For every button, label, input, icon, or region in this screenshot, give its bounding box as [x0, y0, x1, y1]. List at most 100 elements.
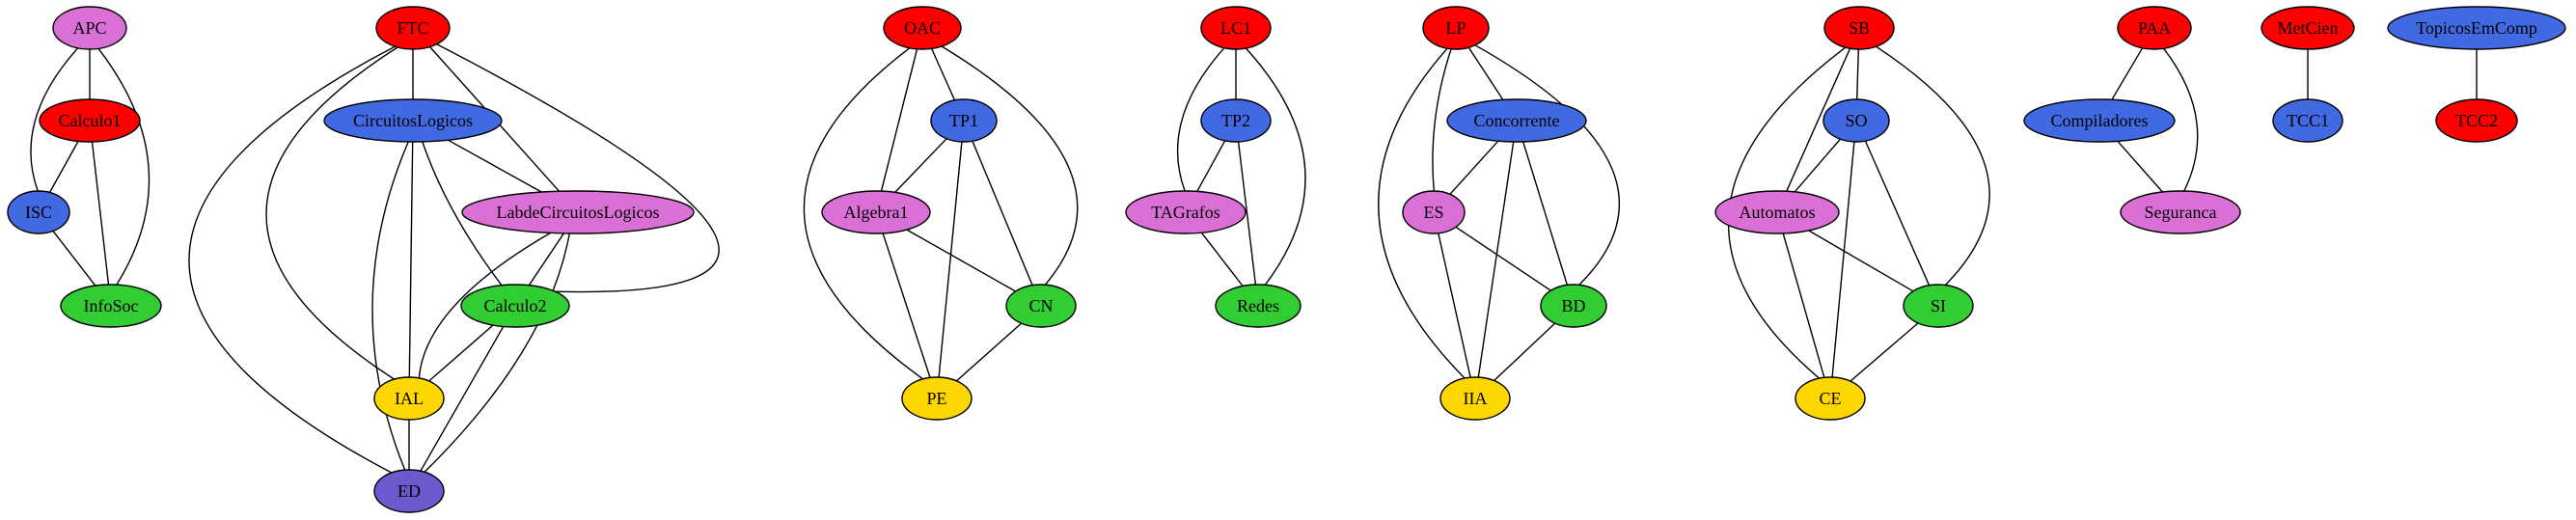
node-so: SO: [1822, 98, 1890, 143]
node-label-tagrafos: TAGrafos: [1151, 203, 1220, 222]
edge-compiladores-to-seguranca: [2117, 140, 2163, 193]
node-label-tcc2: TCC2: [2455, 111, 2498, 130]
node-label-so: SO: [1845, 111, 1867, 130]
node-shape-tcc2: [2435, 98, 2518, 143]
node-algebra1: Algebra1: [821, 190, 931, 234]
edge-lp-to-iia: [1378, 47, 1466, 379]
node-shape-redes: [1215, 284, 1302, 328]
node-label-lc1: LC1: [1220, 18, 1251, 38]
node-concorrente: Concorrente: [1446, 98, 1587, 143]
edge-labde-circuitos-logicos-to-ed: [424, 233, 570, 473]
node-label-ftc: FTC: [397, 18, 428, 38]
node-ed: ED: [373, 469, 445, 513]
edge-circuitos-logicos-to-ial: [408, 141, 414, 378]
node-label-algebra1: Algebra1: [844, 203, 909, 222]
node-label-iia: IIA: [1464, 389, 1488, 408]
node-shape-oac: [883, 6, 962, 50]
node-label-ial: IAL: [395, 389, 424, 408]
edge-calculo2-to-ed: [420, 326, 505, 472]
node-label-automatos: Automatos: [1740, 203, 1816, 222]
node-shape-iia: [1439, 376, 1511, 421]
edge-apc-to-isc: [30, 47, 79, 192]
node-shape-concorrente: [1446, 98, 1587, 143]
node-tcc1: TCC1: [2272, 98, 2343, 143]
node-shape-labde-circuitos-logicos: [461, 190, 695, 234]
edge-sb-to-si: [1876, 45, 1990, 286]
node-shape-apc: [52, 6, 127, 50]
node-shape-met-cien: [2261, 6, 2355, 50]
edge-oac-to-tp1: [930, 48, 956, 101]
edge-sb-to-so: [1856, 48, 1859, 100]
node-tcc2: TCC2: [2435, 98, 2518, 143]
node-circuitos-logicos: CircuitosLogicos: [323, 98, 503, 143]
node-label-circuitos-logicos: CircuitosLogicos: [353, 111, 473, 130]
node-shape-cn: [1005, 284, 1077, 328]
node-label-lp: LP: [1445, 18, 1466, 38]
edge-labde-circuitos-logicos-to-ial: [418, 232, 552, 378]
node-info-soc: InfoSoc: [60, 284, 162, 328]
edge-tagrafos-to-redes: [1200, 232, 1244, 287]
node-shape-seguranca: [2120, 190, 2241, 234]
node-isc: ISC: [7, 190, 70, 234]
node-shape-si: [1903, 284, 1974, 328]
node-shape-paa: [2117, 6, 2192, 50]
node-label-si: SI: [1931, 296, 1946, 315]
edge-ftc-to-calculo2: [436, 43, 720, 293]
node-seguranca: Seguranca: [2120, 190, 2241, 234]
edge-labde-circuitos-logicos-to-calculo2: [528, 233, 564, 287]
node-shape-so: [1822, 98, 1890, 143]
node-shape-compiladores: [2023, 98, 2176, 143]
edge-lp-to-es: [1432, 48, 1452, 192]
edge-automatos-to-si: [1808, 230, 1914, 292]
edge-circuitos-logicos-to-labde-circuitos-logicos: [448, 139, 542, 193]
node-shape-tagrafos: [1125, 190, 1247, 234]
node-cn: CN: [1005, 284, 1077, 328]
edge-lc1-to-tagrafos: [1176, 47, 1225, 192]
node-label-compiladores: Compiladores: [2051, 111, 2149, 130]
node-label-labde-circuitos-logicos: LabdeCircuitosLogicos: [497, 203, 660, 222]
node-met-cien: MetCien: [2261, 6, 2355, 50]
edge-algebra1-to-cn: [906, 229, 1016, 292]
edge-si-to-ce: [1850, 322, 1919, 382]
node-iia: IIA: [1439, 376, 1511, 421]
edge-so-to-ce: [1831, 141, 1855, 378]
node-label-sb: SB: [1849, 18, 1870, 38]
node-shape-info-soc: [60, 284, 162, 328]
node-label-oac: OAC: [904, 18, 941, 38]
node-shape-ial: [373, 376, 445, 421]
node-shape-calculo1: [39, 98, 141, 143]
node-shape-lc1: [1200, 6, 1272, 50]
edge-circuitos-logicos-to-ed: [371, 141, 409, 471]
node-shape-automatos: [1714, 190, 1840, 234]
node-shape-ftc: [375, 6, 451, 50]
edge-es-to-iia: [1438, 233, 1471, 378]
edge-so-to-automatos: [1794, 138, 1841, 193]
node-oac: OAC: [883, 6, 962, 50]
node-shape-calculo2: [460, 284, 570, 328]
edge-concorrente-to-es: [1449, 140, 1499, 195]
edge-paa-to-seguranca: [2163, 47, 2199, 192]
edge-oac-to-pe: [803, 47, 924, 380]
node-ial: IAL: [373, 376, 445, 421]
edge-circuitos-logicos-to-calculo2: [422, 141, 503, 287]
node-shape-tp1: [930, 98, 998, 143]
edge-lp-to-concorrente: [1467, 46, 1504, 100]
edge-cn-to-pe: [955, 322, 1023, 382]
nodes-layer: APCCalculo1ISCInfoSocFTCCircuitosLogicos…: [7, 6, 2566, 513]
node-shape-pe: [901, 376, 973, 421]
node-label-calculo1: Calculo1: [59, 111, 122, 130]
node-shape-lp: [1422, 6, 1490, 50]
edge-bd-to-iia: [1494, 322, 1556, 382]
edge-tp1-to-cn: [972, 140, 1033, 286]
node-label-es: ES: [1423, 203, 1443, 222]
node-label-tp1: TP1: [949, 111, 978, 130]
node-shape-circuitos-logicos: [323, 98, 503, 143]
node-ce: CE: [1795, 376, 1866, 421]
edge-calculo2-to-ial: [428, 324, 494, 382]
node-lp: LP: [1422, 6, 1490, 50]
node-tp1: TP1: [930, 98, 998, 143]
node-bd: BD: [1540, 284, 1607, 328]
node-label-concorrente: Concorrente: [1474, 111, 1560, 130]
edge-ftc-to-ed: [188, 45, 396, 474]
